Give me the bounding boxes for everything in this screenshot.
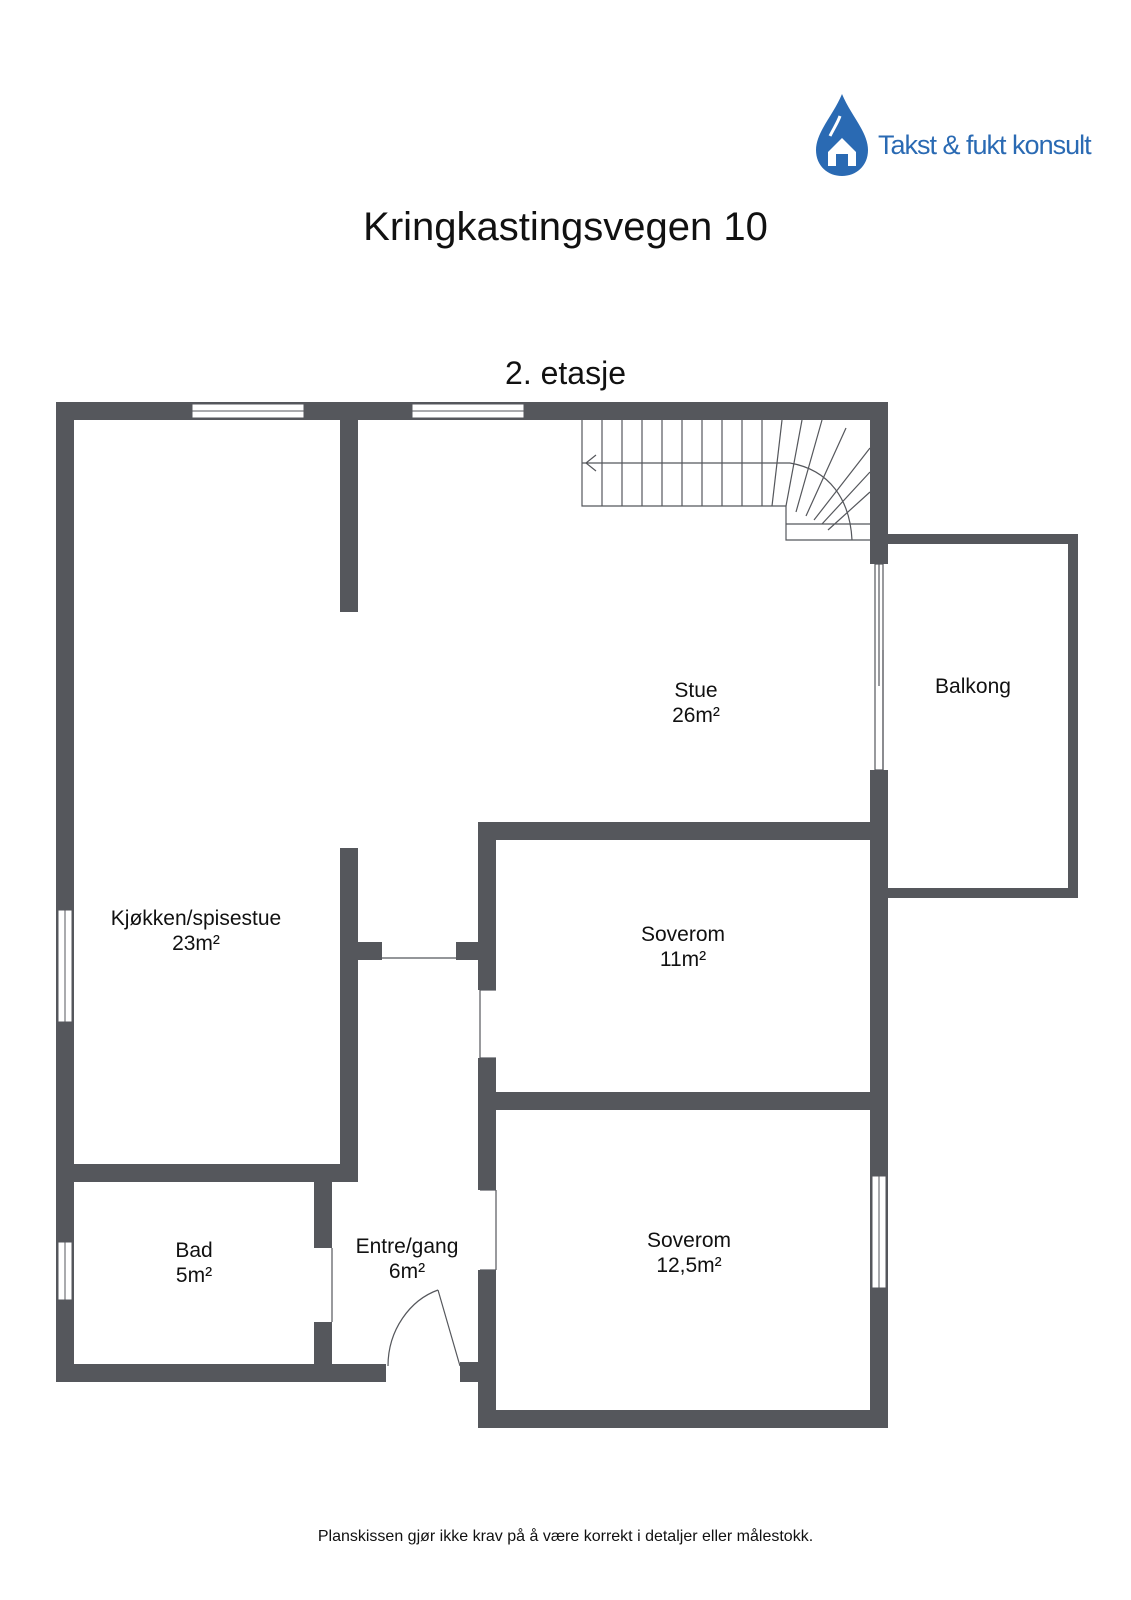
room-area: 26m²	[672, 704, 720, 727]
room-area: 6m²	[388, 1260, 426, 1283]
room-area: 5m²	[175, 1264, 213, 1287]
room-area: 11m²	[659, 948, 707, 971]
wall-kitchen-lower	[340, 848, 358, 1182]
page-title: Kringkastingsvegen 10	[363, 205, 768, 249]
wall-right-upper	[870, 402, 888, 564]
room-area: 23m²	[172, 932, 220, 955]
wall-kitchen-bottom	[74, 1164, 358, 1182]
logo-text: Takst & fukt konsult	[878, 130, 1092, 160]
room-balcony: Balkong	[843, 674, 1103, 699]
room-name: Balkong	[935, 675, 1011, 698]
room-name: Entre/gang	[355, 1235, 459, 1258]
room-bedroom-1: Soverom 11m²	[553, 922, 813, 972]
water-drop-house-icon	[816, 94, 868, 176]
balcony-right	[1068, 534, 1078, 898]
wall-bed-left-1	[478, 822, 496, 990]
room-kitchen: Kjøkken/spisestue 23m²	[66, 906, 326, 956]
staircase	[581, 419, 871, 541]
room-name: Soverom	[646, 1229, 732, 1252]
wall-bath-right-2	[314, 1322, 332, 1382]
walls	[56, 402, 1078, 1428]
company-logo: Takst & fukt konsult	[812, 92, 1092, 178]
wall-right-lower	[870, 824, 888, 1428]
balcony-top	[888, 534, 1078, 544]
wall-right-mid	[870, 770, 888, 824]
wall-entry-post	[460, 1362, 478, 1382]
room-name: Soverom	[640, 923, 726, 946]
wall-hall-top-right	[456, 942, 480, 960]
wall-kitchen-upper	[340, 420, 358, 612]
room-name: Bad	[175, 1239, 213, 1262]
room-bathroom: Bad 5m²	[64, 1238, 324, 1288]
balcony-bottom	[888, 888, 1078, 898]
disclaimer: Planskissen gjør ikke krav på å være kor…	[317, 1528, 814, 1545]
wall-bottom-right	[478, 1410, 888, 1428]
wall-hall-top-left	[358, 942, 382, 960]
room-entrance: Entre/gang 6m²	[277, 1234, 537, 1284]
entry-door-swing	[387, 1289, 439, 1367]
wall-bed-left-3	[478, 1270, 496, 1428]
room-living: Stue 26m²	[566, 678, 826, 728]
door-openings	[331, 957, 497, 1367]
balcony-door	[874, 563, 884, 771]
room-name: Stue	[674, 679, 718, 702]
wall-bed-left-2	[478, 1058, 496, 1190]
wall-bottom-left	[56, 1364, 386, 1382]
stair-arrow-icon	[585, 454, 597, 472]
wall-bath-right-1	[314, 1182, 332, 1248]
room-area: 12,5m²	[656, 1254, 722, 1277]
windows	[57, 403, 887, 1301]
wall-bed1-top	[478, 822, 870, 840]
floor-label: 2. etasje	[505, 355, 626, 391]
room-bedroom-2: Soverom 12,5m²	[559, 1228, 819, 1278]
wall-bed-divider	[496, 1092, 870, 1110]
room-name: Kjøkken/spisestue	[110, 907, 282, 930]
wall-left	[56, 402, 74, 1382]
